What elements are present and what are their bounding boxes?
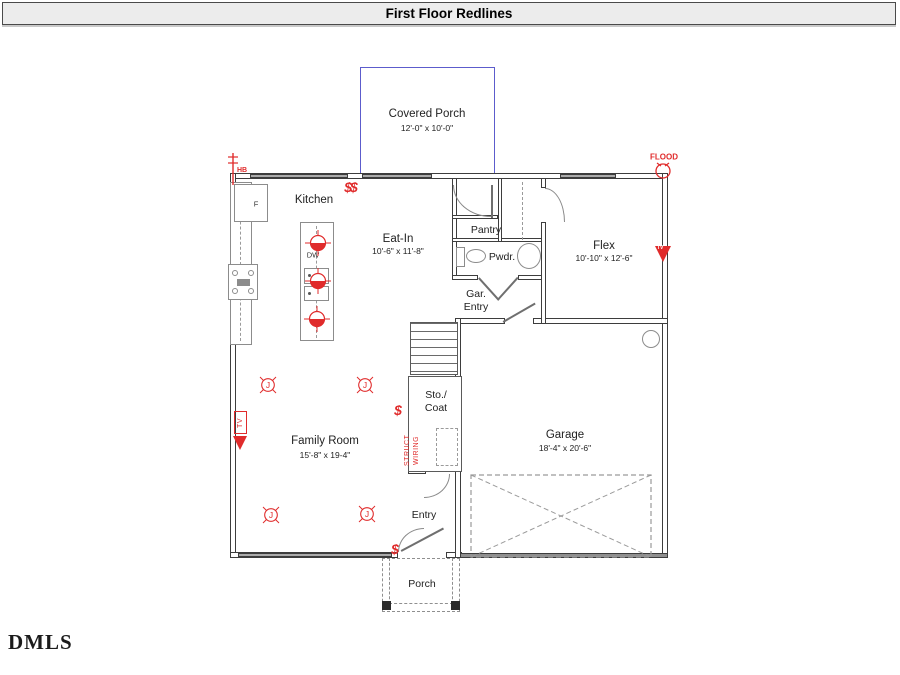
garage-ceiling-x xyxy=(470,474,652,558)
room-label-eat-in: Eat-In xyxy=(382,233,414,245)
porch-outline xyxy=(382,558,460,612)
junction-box-icon: J xyxy=(358,505,376,523)
room-label-covered-porch: Covered Porch xyxy=(388,108,466,120)
stairs xyxy=(410,322,458,375)
tv-outlet-label-right: TV xyxy=(657,245,664,251)
room-label-family-room: Family Room xyxy=(291,435,359,447)
hose-bib-icon xyxy=(228,153,238,185)
oven-door xyxy=(237,279,250,286)
room-label-entry: Entry xyxy=(411,509,437,521)
tv-outlet-label-left: TV xyxy=(237,417,244,428)
room-label-pantry: Pantry xyxy=(470,224,502,236)
wall-garage-top-right xyxy=(533,318,668,324)
sink-drain xyxy=(308,274,311,277)
toilet-tank xyxy=(456,247,465,267)
room-dims-eat-in: 10'-6" x 11'-8" xyxy=(372,246,424,256)
flood-light-icon xyxy=(655,162,671,179)
window-flex xyxy=(560,174,616,178)
storage-coat-closet xyxy=(408,376,462,472)
double-switch-symbol: $$ xyxy=(344,179,358,195)
junction-box-icon: J xyxy=(262,506,280,524)
wall-powder-bottom-left xyxy=(452,275,478,280)
burner xyxy=(248,288,254,294)
tv-outlet-icon-right xyxy=(655,246,671,262)
room-label-flex: Flex xyxy=(593,240,615,252)
door-leaf-garage-entry xyxy=(502,302,536,323)
door-leaf-back-porch xyxy=(491,185,493,218)
porch-outline-inner xyxy=(389,558,453,604)
wall-pantry-top xyxy=(452,215,498,219)
wall-garage-top-left xyxy=(455,318,505,324)
sink-drain xyxy=(308,292,311,295)
kitchen-counter xyxy=(230,182,252,345)
refrigerator xyxy=(234,184,268,222)
tv-outlet-box-left: TV xyxy=(234,411,247,434)
room-label-powder: Pwdr. xyxy=(488,251,516,263)
room-label-gar-entry-1: Gar. xyxy=(466,288,486,300)
water-heater xyxy=(642,330,660,348)
wall-right-exterior xyxy=(662,173,668,558)
window-family-room xyxy=(238,553,392,557)
room-dims-flex: 10'-10" x 12'-6" xyxy=(575,253,633,263)
wall-flex-left-upper xyxy=(541,178,546,188)
closet-shelf-dashed xyxy=(522,182,523,240)
porch-post xyxy=(382,601,391,610)
room-dims-covered-porch: 12'-0" x 10'-0" xyxy=(400,123,454,133)
room-label-kitchen: Kitchen xyxy=(294,194,334,206)
door-arc-flex xyxy=(545,188,565,222)
pendant-light-icon xyxy=(304,306,330,332)
junction-box-label: J xyxy=(363,380,367,390)
page-title: First Floor Redlines xyxy=(385,6,513,21)
door-leaf-powder-right xyxy=(497,277,519,301)
junction-box-label: J xyxy=(269,510,273,520)
hose-bib-label: HB xyxy=(237,167,248,174)
dmls-watermark: DMLS xyxy=(8,630,73,654)
room-label-sto-coat-2: Coat xyxy=(424,402,448,414)
switch-symbol-coat: $ xyxy=(394,402,402,418)
porch-post xyxy=(451,601,460,610)
door-arc-back-porch xyxy=(453,185,491,217)
room-label-sto-coat-1: Sto./ xyxy=(425,389,447,401)
pendant-light-icon xyxy=(305,268,331,294)
title-bar: First Floor Redlines xyxy=(2,2,896,25)
room-label-gar-entry-2: Entry xyxy=(463,301,489,313)
flood-light-label: FLOOD xyxy=(650,152,678,162)
wall-flex-left-lower xyxy=(541,222,546,324)
pendant-light-icon xyxy=(305,230,331,256)
wall-closet-left xyxy=(498,178,502,242)
toilet-bowl xyxy=(466,249,486,263)
burner xyxy=(232,270,238,276)
door-arc-coat-entry xyxy=(424,474,450,498)
window-eat-in xyxy=(362,174,432,178)
room-label-porch: Porch xyxy=(408,578,436,590)
burner xyxy=(232,288,238,294)
closet-rod-dashed xyxy=(436,428,458,466)
junction-box-label: J xyxy=(365,509,369,519)
window-kitchen xyxy=(250,174,348,178)
room-dims-garage: 18'-4" x 20'-6" xyxy=(538,443,592,453)
powder-sink xyxy=(517,243,541,269)
room-label-garage: Garage xyxy=(545,429,585,441)
junction-box-icon: J xyxy=(356,376,374,394)
burner xyxy=(248,270,254,276)
struct-wiring-label-2: WIRING xyxy=(413,435,420,465)
junction-box-icon: J xyxy=(259,376,277,394)
room-dims-family-room: 15'-8" x 19-4" xyxy=(299,450,351,460)
struct-wiring-label-1: STRUCT xyxy=(404,434,411,466)
dishwasher-label: DW xyxy=(306,250,320,260)
tv-outlet-icon-left xyxy=(233,436,247,450)
switch-symbol-entry: $ xyxy=(391,541,399,557)
refrigerator-label: F xyxy=(253,199,259,209)
junction-box-label: J xyxy=(266,380,270,390)
counter-dashed-line xyxy=(240,186,241,341)
